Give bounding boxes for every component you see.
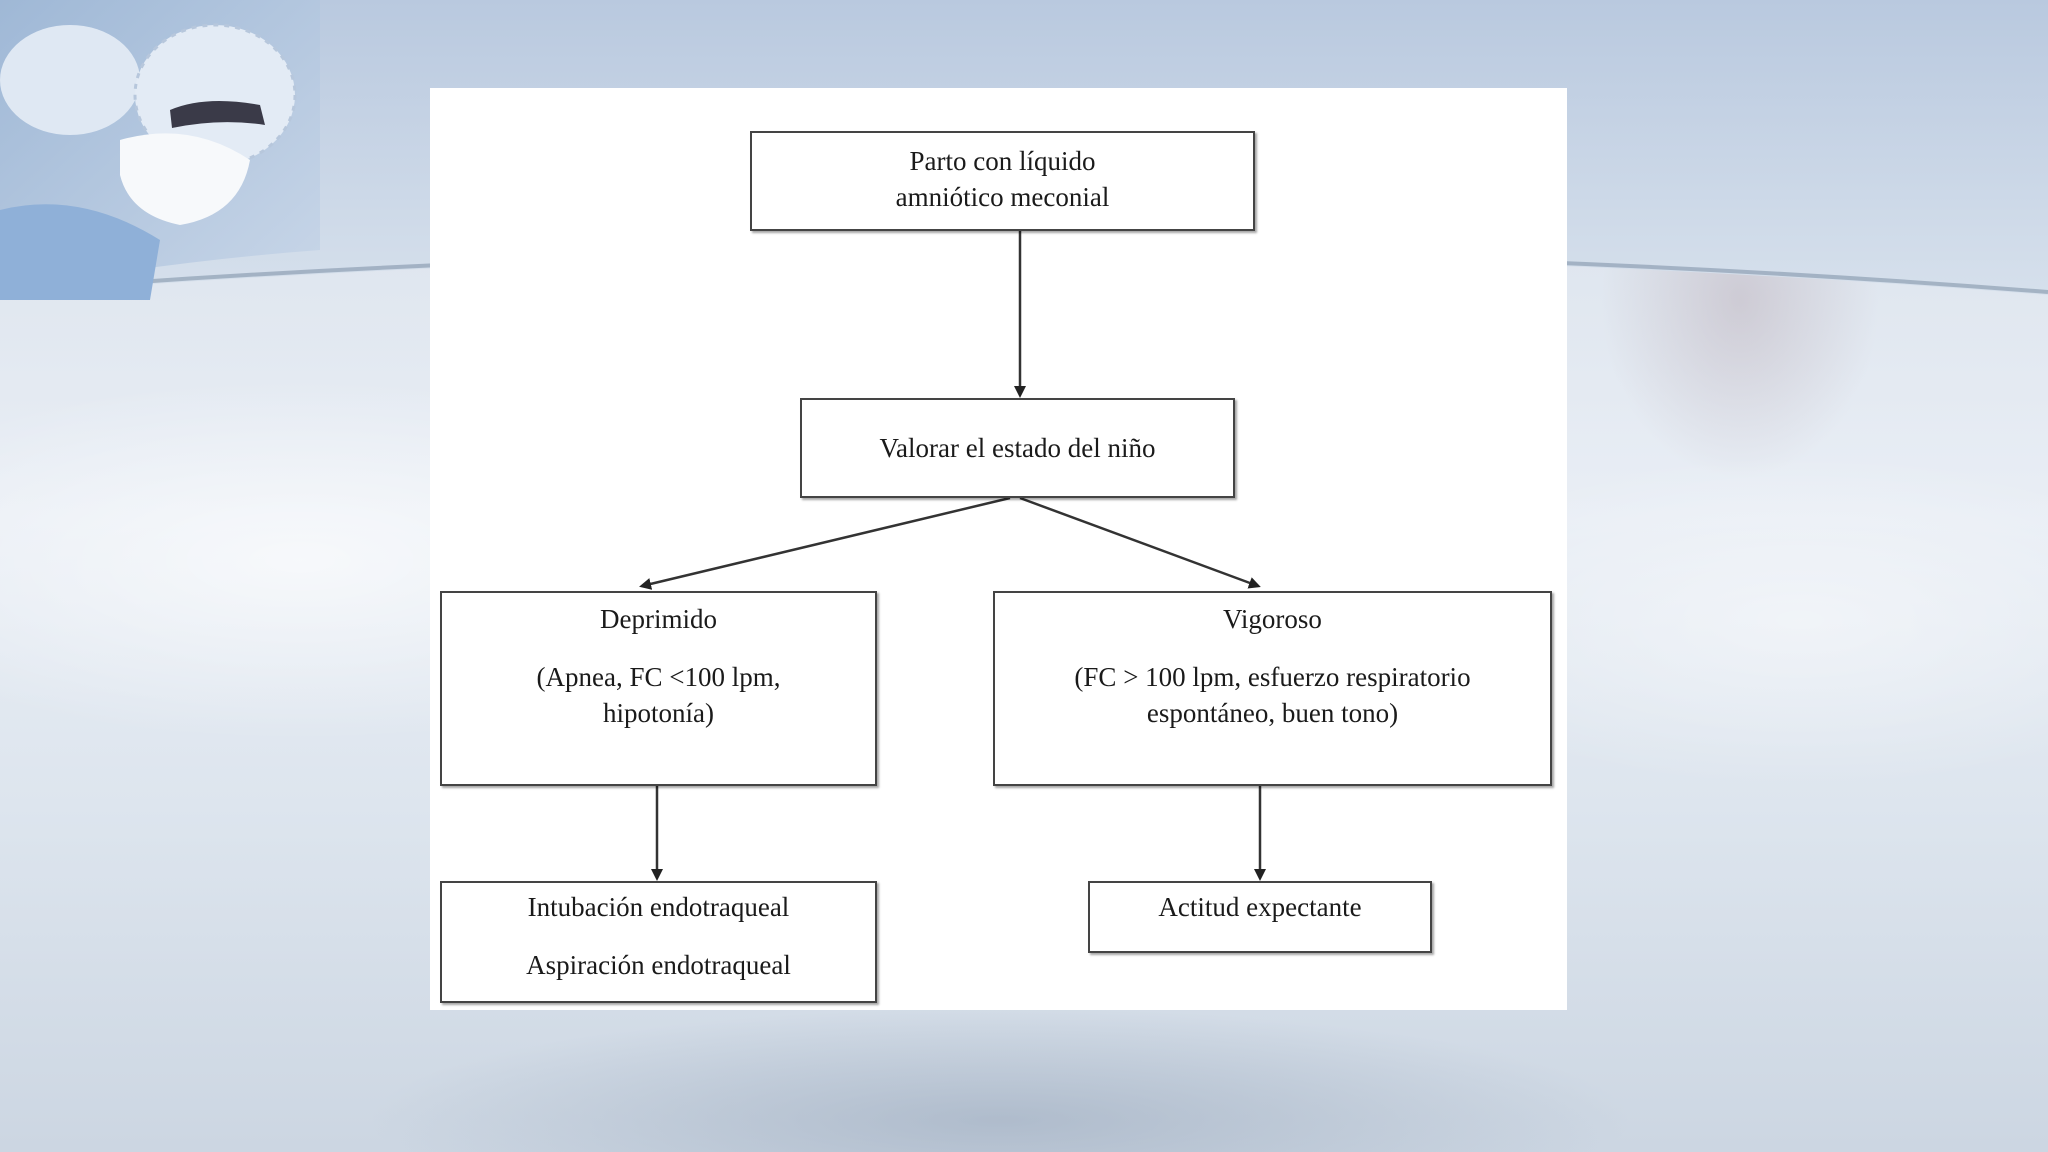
- node-vigorous-line2: espontáneo, buen tono): [1146, 698, 1399, 728]
- node-depressed: Deprimido (Apnea, FC <100 lpm, hipotonía…: [440, 591, 877, 786]
- arrow-assess-to-depressed: [639, 496, 1011, 590]
- node-assess-label: Valorar el estado del niño: [879, 433, 1156, 463]
- node-start: Parto con líquido amniótico meconial: [750, 131, 1255, 231]
- node-intubation-line1: Intubación endotraqueal: [527, 892, 790, 922]
- node-vigorous-title: Vigoroso: [1223, 604, 1322, 634]
- node-expectant-label: Actitud expectante: [1158, 892, 1362, 922]
- node-intubation-line2: Aspiración endotraqueal: [526, 950, 791, 980]
- node-expectant: Actitud expectante: [1088, 881, 1432, 953]
- node-start-line1: Parto con líquido: [909, 146, 1096, 176]
- node-assess: Valorar el estado del niño: [800, 398, 1235, 498]
- flowchart-card: Parto con líquido amniótico meconial Val…: [430, 88, 1567, 1010]
- node-depressed-line2: hipotonía): [603, 698, 714, 728]
- node-depressed-line1: (Apnea, FC <100 lpm,: [536, 662, 781, 692]
- node-intubation: Intubación endotraqueal Aspiración endot…: [440, 881, 877, 1003]
- node-start-line2: amniótico meconial: [895, 182, 1110, 212]
- node-vigorous-line1: (FC > 100 lpm, esfuerzo respiratorio: [1074, 662, 1471, 692]
- node-depressed-title: Deprimido: [600, 604, 717, 634]
- node-vigorous: Vigoroso (FC > 100 lpm, esfuerzo respira…: [993, 591, 1552, 786]
- arrow-assess-to-vigorous: [1019, 496, 1261, 589]
- flowchart-arrows: [639, 231, 1266, 881]
- surgeon-photo: [0, 0, 320, 300]
